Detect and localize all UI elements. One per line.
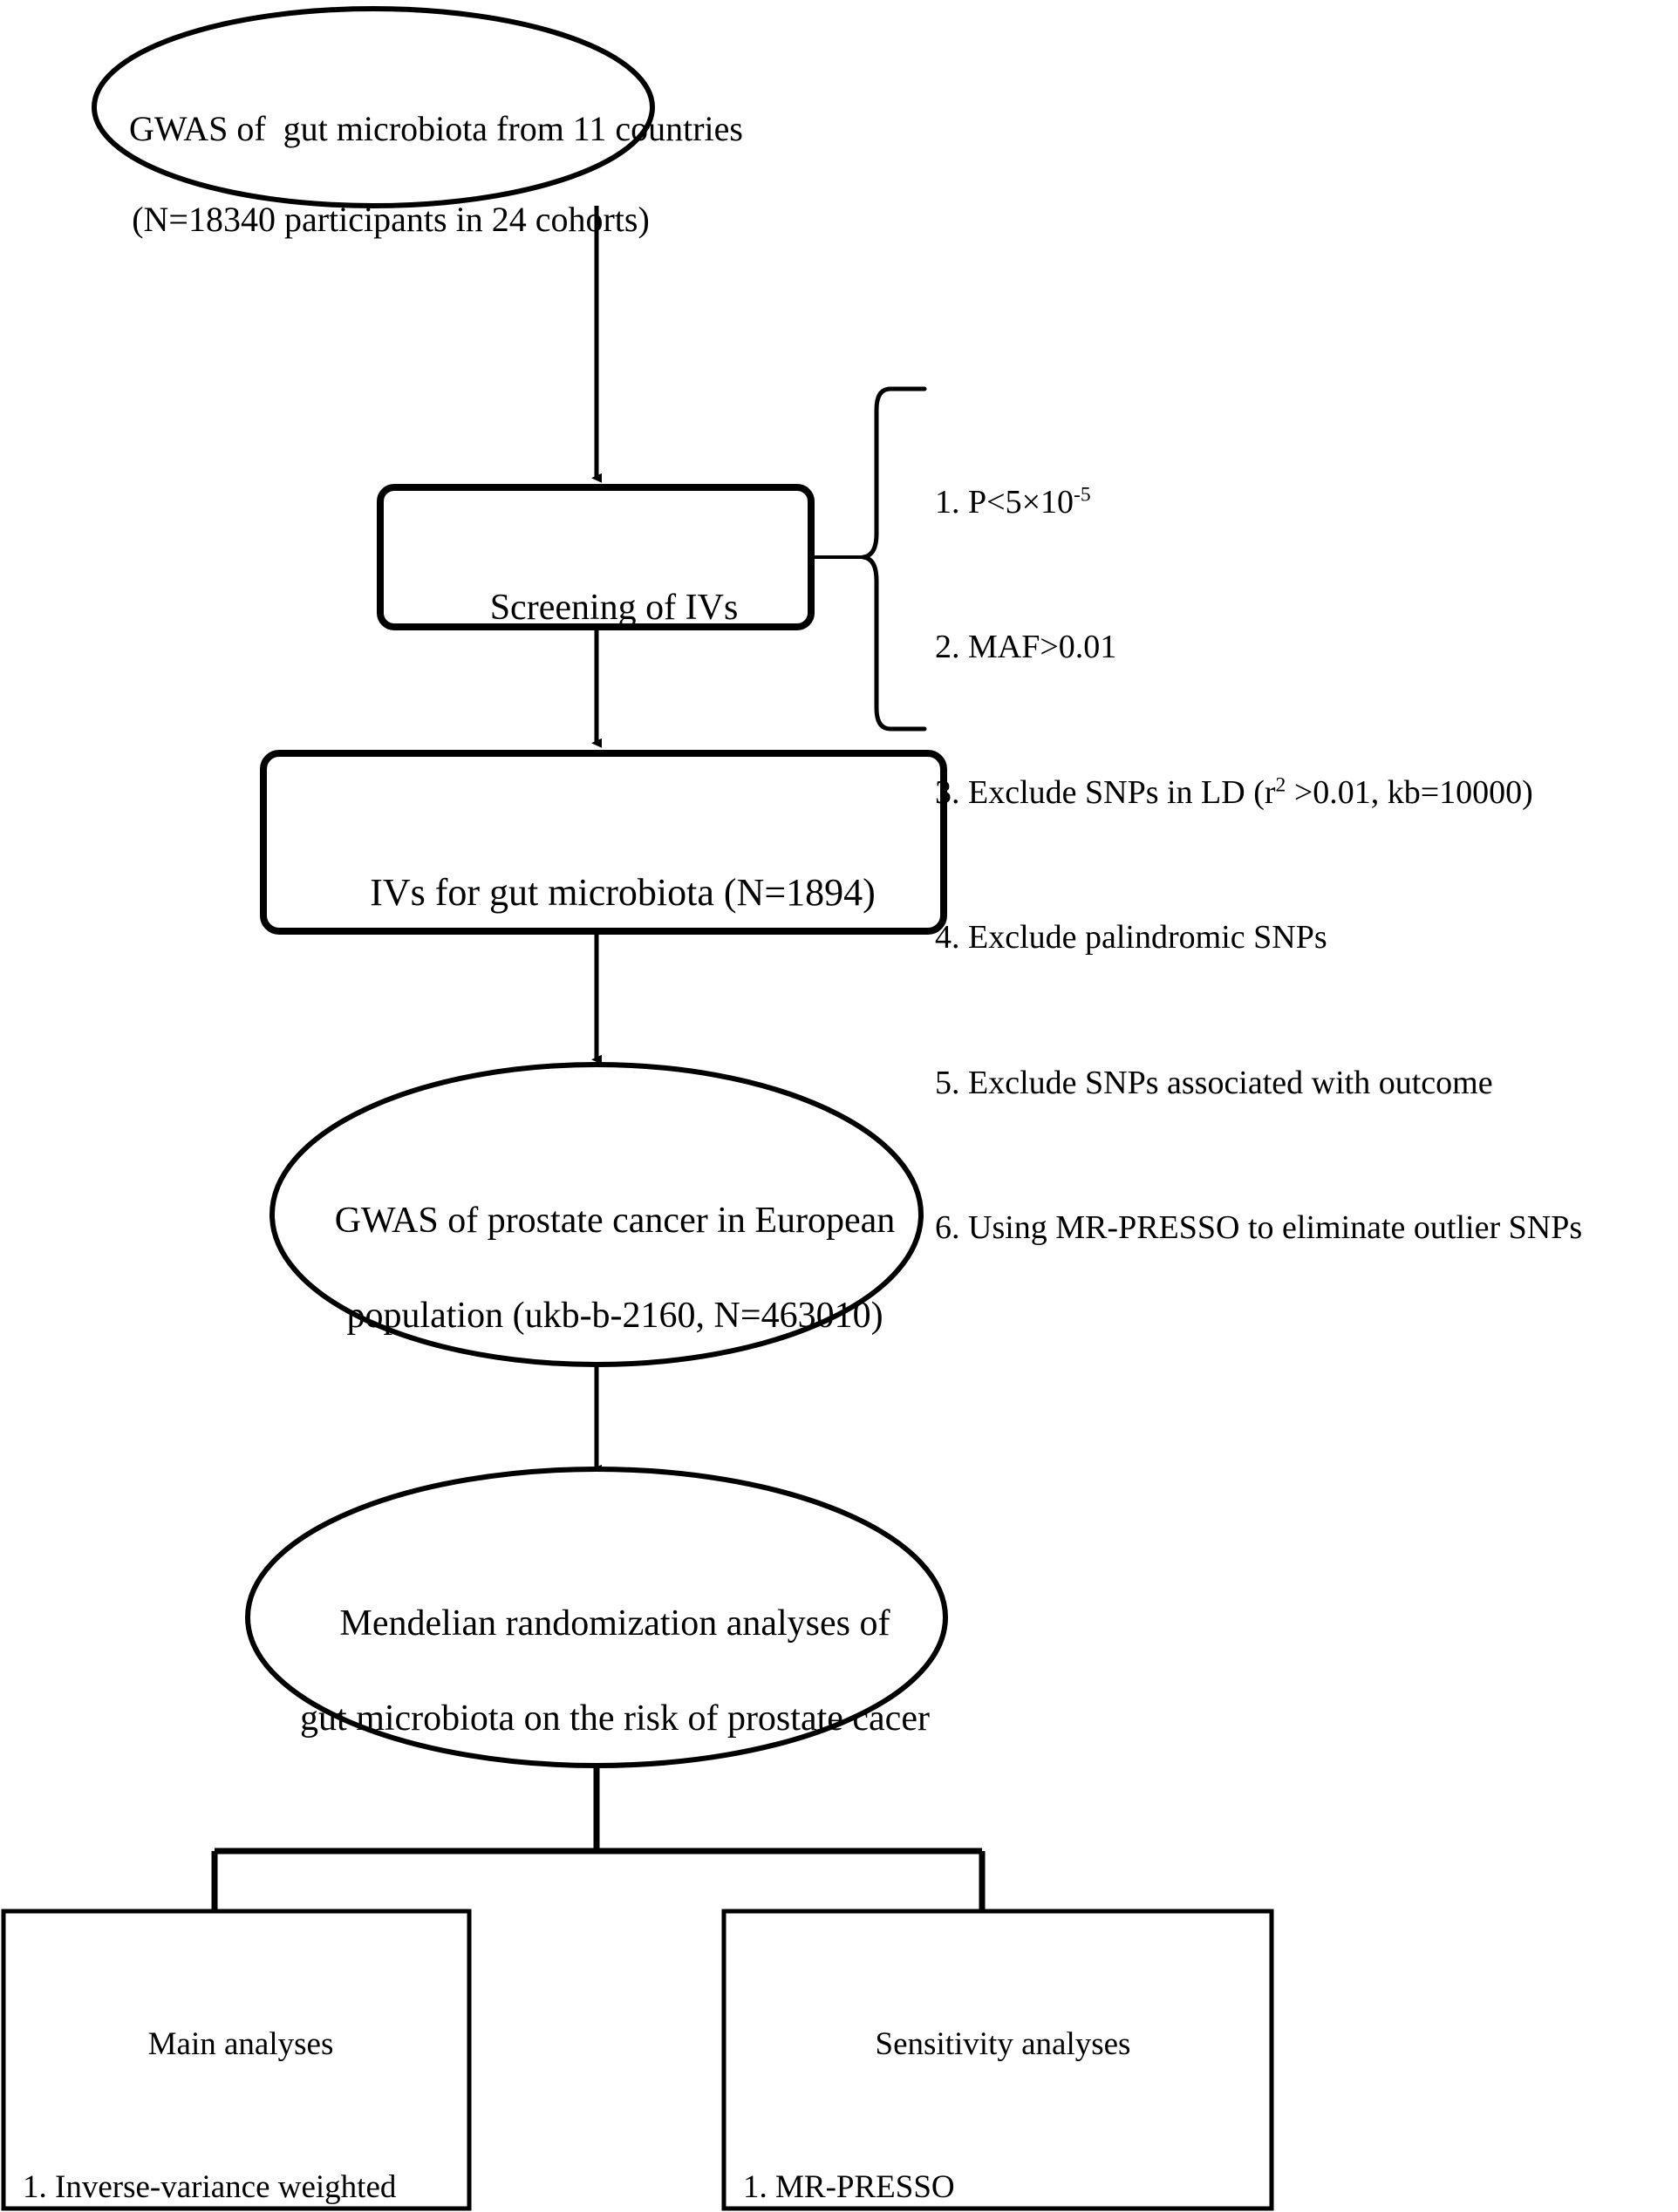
ivs-label: IVs for gut microbiota (N=1894) bbox=[263, 818, 944, 968]
sensitivity-analyses-item-1: 1. MR-PRESSO bbox=[743, 2169, 955, 2206]
screening-label: Screening of IVs bbox=[380, 536, 811, 679]
criteria-curly-brace bbox=[861, 386, 927, 732]
mr-analyses-line1: Mendelian randomization analyses of bbox=[339, 1603, 890, 1644]
criteria-item-5: 5. Exclude SNPs associated with outcome bbox=[935, 1064, 1493, 1101]
outcome-gwas-line1: GWAS of prostate cancer in European bbox=[334, 1200, 896, 1241]
screening-label-text: Screening of IVs bbox=[489, 587, 739, 628]
ivs-label-text: IVs for gut microbiota (N=1894) bbox=[370, 871, 876, 915]
sensitivity-analyses-content: Sensitivity analyses 1. MR-PRESSO 2. MR-… bbox=[743, 1927, 1263, 2212]
outcome-gwas-line2: population (ukb-b-2160, N=463010) bbox=[346, 1295, 883, 1336]
criteria-item-6: 6. Using MR-PRESSO to eliminate outlier … bbox=[935, 1208, 1583, 1246]
main-analyses-title: Main analyses bbox=[147, 2026, 334, 2063]
mr-analyses-text: Mendelian randomization analyses of gut … bbox=[160, 1552, 1033, 1790]
sensitivity-analyses-title: Sensitivity analyses bbox=[875, 2026, 1131, 2063]
criteria-item-1: 1. P<5×10-5 bbox=[935, 483, 1091, 521]
exposure-gwas-text: GWAS of gut microbiota from 11 countries… bbox=[94, 61, 743, 288]
main-analyses-item-1: 1. Inverse-variance weighted bbox=[23, 2169, 397, 2206]
main-analyses-content: Main analyses 1. Inverse-variance weight… bbox=[23, 1927, 459, 2212]
criteria-item-3: 3. Exclude SNPs in LD (r2 >0.01, kb=1000… bbox=[935, 773, 1533, 811]
exposure-gwas-line1: GWAS of gut microbiota from 11 countries bbox=[129, 109, 743, 148]
screening-criteria-list: 1. P<5×10-5 2. MAF>0.01 3. Exclude SNPs … bbox=[935, 382, 1582, 1349]
outcome-gwas-text: GWAS of prostate cancer in European popu… bbox=[178, 1149, 1015, 1387]
criteria-item-2: 2. MAF>0.01 bbox=[935, 629, 1117, 666]
criteria-item-4: 4. Exclude palindromic SNPs bbox=[935, 919, 1327, 956]
exposure-gwas-line2: (N=18340 participants in 24 cohorts) bbox=[132, 200, 650, 239]
mr-analyses-line2: gut microbiota on the risk of prostate c… bbox=[300, 1698, 930, 1739]
